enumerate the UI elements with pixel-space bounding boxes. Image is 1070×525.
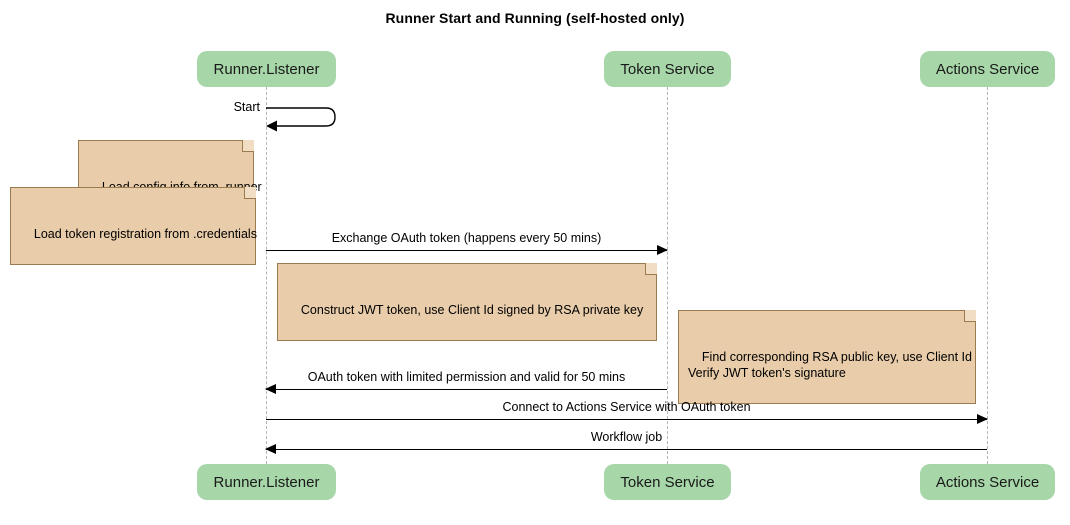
note-verify-jwt: Find corresponding RSA public key, use C… xyxy=(678,310,976,404)
self-message-label: Start xyxy=(233,100,260,114)
participant-token-top[interactable]: Token Service xyxy=(604,51,731,87)
participant-runner-top[interactable]: Runner.Listener xyxy=(197,51,336,87)
message-line xyxy=(266,449,987,450)
arrowhead-left-icon xyxy=(265,384,276,394)
message-line xyxy=(266,389,667,390)
participant-label: Token Service xyxy=(620,473,715,491)
participant-actions-bottom[interactable]: Actions Service xyxy=(920,464,1055,500)
note-construct-jwt: Construct JWT token, use Client Id signe… xyxy=(277,263,657,341)
message-line xyxy=(266,250,667,251)
note-load-token-registration: Load token registration from .credential… xyxy=(10,187,257,265)
participant-label: Runner.Listener xyxy=(213,60,320,78)
message-label: Connect to Actions Service with OAuth to… xyxy=(502,400,751,414)
participant-label: Token Service xyxy=(620,60,715,78)
participant-label: Runner.Listener xyxy=(213,473,320,491)
message-label: Exchange OAuth token (happens every 50 m… xyxy=(331,231,602,245)
note-fold-icon xyxy=(244,187,256,199)
lifeline-actions xyxy=(987,87,988,464)
arrowhead-right-icon xyxy=(977,414,988,424)
message-line xyxy=(266,419,987,420)
self-message-start: Start xyxy=(234,100,356,135)
lifeline-runner xyxy=(266,87,267,464)
note-text: Find corresponding RSA public key, use C… xyxy=(688,350,972,380)
arrowhead-left-icon xyxy=(265,444,276,454)
participant-actions-top[interactable]: Actions Service xyxy=(920,51,1055,87)
message-label: Workflow job xyxy=(590,430,663,444)
participant-label: Actions Service xyxy=(935,60,1040,78)
arrowhead-right-icon xyxy=(657,245,668,255)
note-text: Construct JWT token, use Client Id signe… xyxy=(300,303,644,317)
lifeline-token xyxy=(667,87,668,464)
note-text: Load token registration from .credential… xyxy=(33,227,257,241)
page-title: Runner Start and Running (self-hosted on… xyxy=(385,10,685,26)
self-message-loop-icon xyxy=(266,107,336,132)
message-label: OAuth token with limited permission and … xyxy=(307,370,626,384)
note-fold-icon xyxy=(242,140,254,152)
participant-token-bottom[interactable]: Token Service xyxy=(604,464,731,500)
note-fold-icon xyxy=(645,263,657,275)
note-fold-icon xyxy=(964,310,976,322)
participant-runner-bottom[interactable]: Runner.Listener xyxy=(197,464,336,500)
participant-label: Actions Service xyxy=(935,473,1040,491)
